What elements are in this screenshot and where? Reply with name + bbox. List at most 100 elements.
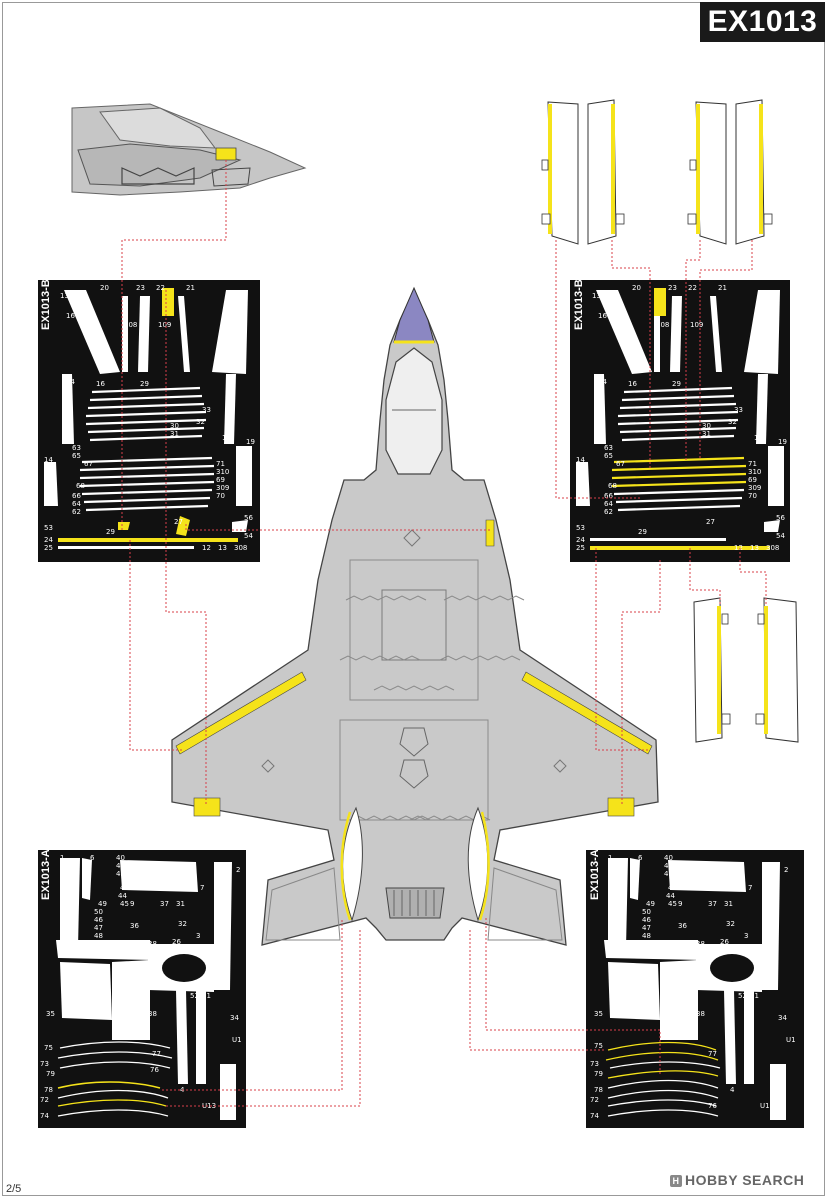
svg-text:24: 24	[576, 536, 585, 544]
svg-text:14: 14	[598, 378, 607, 386]
svg-text:75: 75	[44, 1044, 53, 1052]
svg-text:3: 3	[196, 932, 200, 940]
svg-text:27: 27	[174, 518, 183, 526]
svg-text:53: 53	[576, 524, 585, 532]
svg-text:14: 14	[576, 456, 585, 464]
nose-mask-highlight	[215, 147, 237, 161]
svg-text:53: 53	[44, 524, 53, 532]
svg-text:74: 74	[590, 1112, 599, 1120]
svg-text:37: 37	[160, 900, 169, 908]
svg-text:35: 35	[46, 1010, 55, 1018]
svg-text:20: 20	[632, 284, 641, 292]
svg-text:49: 49	[646, 900, 655, 908]
svg-text:3: 3	[744, 932, 748, 940]
svg-text:16: 16	[598, 312, 607, 320]
svg-text:70: 70	[216, 492, 225, 500]
mask-sheet-B-right: EX1013-B	[570, 279, 790, 562]
svg-text:14: 14	[44, 456, 53, 464]
svg-text:45: 45	[120, 900, 129, 908]
svg-text:22: 22	[156, 284, 165, 292]
svg-text:41: 41	[664, 862, 673, 870]
svg-text:15: 15	[222, 366, 231, 374]
svg-text:2: 2	[784, 866, 788, 874]
svg-text:51: 51	[750, 992, 759, 1000]
svg-text:32: 32	[728, 418, 737, 426]
svg-text:29: 29	[140, 380, 149, 388]
svg-text:72: 72	[40, 1096, 49, 1104]
svg-text:28: 28	[148, 940, 157, 948]
svg-text:71: 71	[216, 460, 225, 468]
svg-text:43: 43	[120, 884, 129, 892]
watermark-brand: HOBBY SEARCH	[685, 1172, 805, 1188]
svg-text:65: 65	[604, 452, 613, 460]
svg-text:50: 50	[642, 908, 651, 916]
svg-text:36: 36	[678, 922, 687, 930]
svg-text:13: 13	[592, 292, 601, 300]
svg-text:45: 45	[668, 900, 677, 908]
svg-text:12: 12	[202, 544, 211, 552]
nose-closeup-illustration	[71, 103, 307, 196]
sheet-b-left-tag: EX1013-B	[40, 279, 52, 330]
svg-text:31: 31	[176, 900, 185, 908]
svg-text:71: 71	[748, 460, 757, 468]
svg-text:37: 37	[708, 900, 717, 908]
svg-text:108: 108	[124, 321, 137, 329]
sheet-b-left-labels: 13 20 23 22 21 12 16 17 108 109 14 15 29…	[44, 284, 255, 552]
svg-text:34: 34	[230, 1014, 239, 1022]
svg-text:46: 46	[94, 916, 103, 924]
svg-text:66: 66	[72, 492, 81, 500]
svg-text:2: 2	[236, 866, 240, 874]
svg-text:39: 39	[630, 994, 639, 1002]
svg-text:33: 33	[202, 406, 211, 414]
svg-text:34: 34	[778, 1014, 787, 1022]
svg-text:63: 63	[72, 444, 81, 452]
svg-text:4: 4	[730, 1086, 735, 1094]
svg-text:62: 62	[72, 508, 81, 516]
svg-text:46: 46	[642, 916, 651, 924]
svg-text:12: 12	[734, 544, 743, 552]
watermark-logo-icon: H	[670, 1175, 682, 1187]
svg-text:54: 54	[244, 532, 253, 540]
svg-text:7: 7	[748, 884, 752, 892]
svg-text:67: 67	[84, 460, 93, 468]
svg-text:19: 19	[778, 438, 787, 446]
svg-text:32: 32	[726, 920, 735, 928]
svg-text:18: 18	[110, 950, 119, 958]
svg-text:13: 13	[60, 292, 69, 300]
svg-text:49: 49	[98, 900, 107, 908]
svg-text:38: 38	[696, 1010, 705, 1018]
svg-text:18: 18	[658, 950, 667, 958]
sheet-a-left-tag: EX1013-A	[40, 849, 52, 900]
svg-text:47: 47	[94, 924, 103, 932]
svg-text:38: 38	[148, 1010, 157, 1018]
svg-text:32: 32	[196, 418, 205, 426]
page-number: 2/5	[6, 1183, 22, 1195]
svg-text:16: 16	[96, 380, 105, 388]
svg-text:16: 16	[628, 380, 637, 388]
svg-text:42: 42	[664, 870, 673, 878]
sheet-b-right-tag: EX1013-B	[573, 279, 585, 330]
svg-text:35: 35	[594, 1010, 603, 1018]
svg-text:9: 9	[678, 900, 682, 908]
svg-text:31: 31	[702, 430, 711, 438]
svg-text:18: 18	[576, 484, 585, 492]
svg-text:15: 15	[222, 434, 231, 442]
svg-text:108: 108	[656, 321, 669, 329]
svg-text:9: 9	[130, 900, 134, 908]
svg-text:U13: U13	[760, 1102, 774, 1110]
svg-text:13: 13	[218, 544, 227, 552]
svg-text:23: 23	[668, 284, 677, 292]
wing-mask-right	[521, 671, 653, 755]
svg-text:30: 30	[170, 422, 179, 430]
svg-text:69: 69	[748, 476, 757, 484]
svg-text:72: 72	[590, 1096, 599, 1104]
svg-text:77: 77	[708, 1050, 717, 1058]
svg-text:26: 26	[720, 938, 729, 946]
wing-mask-left	[175, 671, 307, 755]
svg-text:17: 17	[226, 312, 235, 320]
svg-text:75: 75	[594, 1042, 603, 1050]
svg-text:52: 52	[738, 992, 747, 1000]
svg-text:30: 30	[702, 422, 711, 430]
svg-text:109: 109	[690, 321, 703, 329]
